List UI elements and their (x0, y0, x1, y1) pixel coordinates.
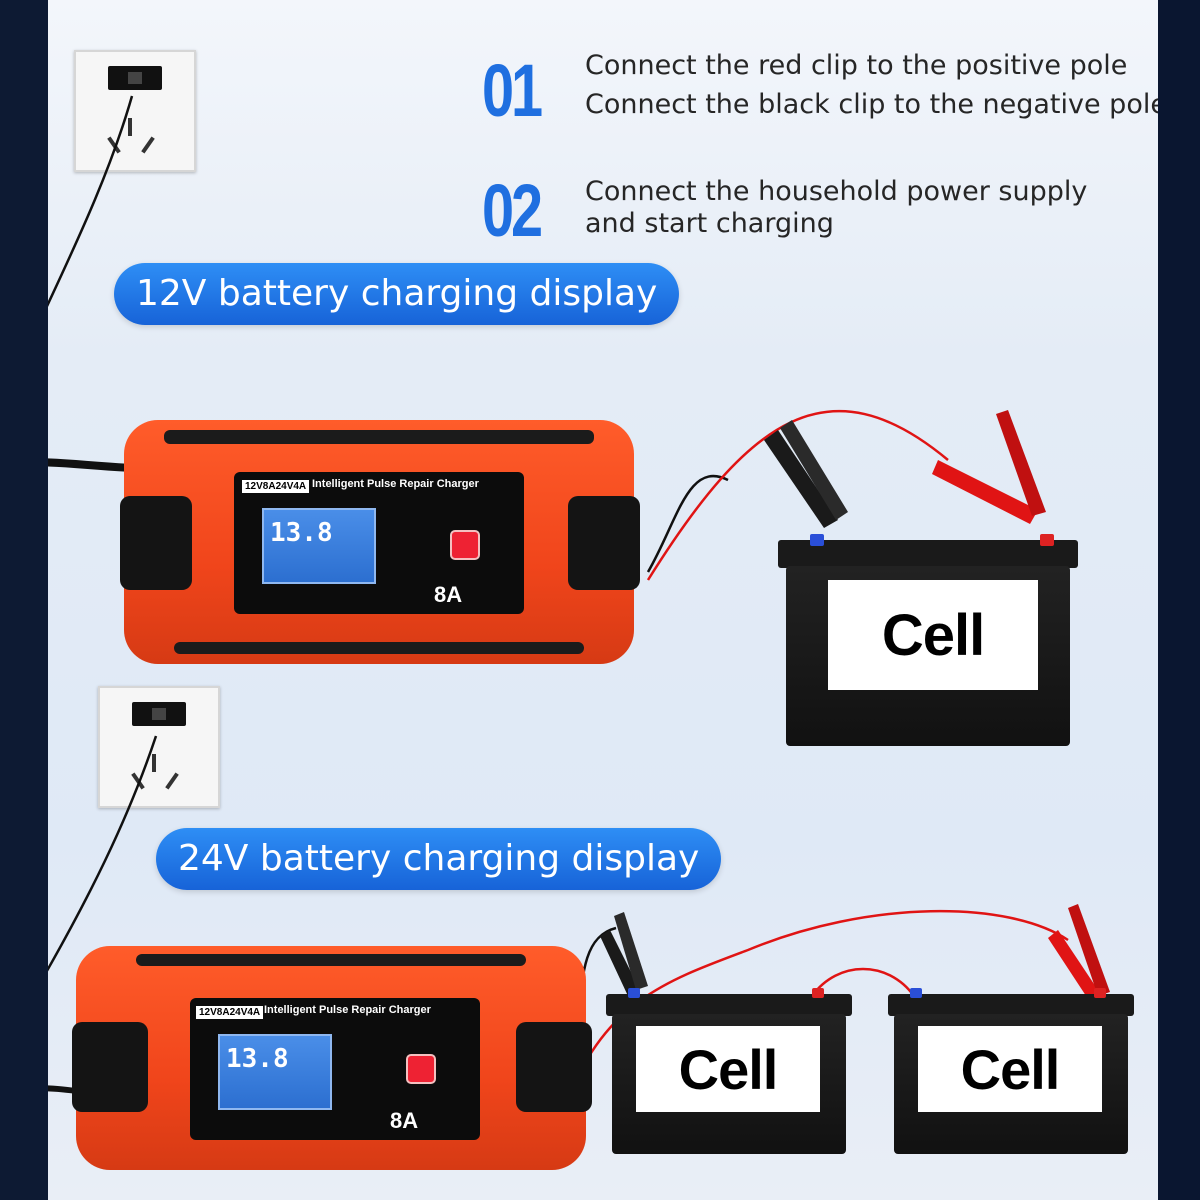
mode-button[interactable] (450, 530, 480, 560)
step-01-line-2: Connect the black clip to the negative p… (585, 89, 1158, 120)
battery-charger-12v: 12V8A24V4A Intelligent Pulse Repair Char… (120, 420, 640, 664)
charger-model: 12V8A24V4A (242, 480, 310, 493)
battery-charger-24v: 12V8A24V4A Intelligent Pulse Repair Char… (72, 946, 592, 1170)
battery-cell: Cell (888, 986, 1134, 1154)
charger-current: 8A (434, 582, 463, 607)
battery-cell: Cell (778, 530, 1078, 746)
battery-cell: Cell (606, 986, 852, 1154)
red-clip-icon (932, 410, 1046, 524)
black-clip-icon (600, 912, 648, 996)
section-title-12v: 12V battery charging display (114, 263, 680, 325)
step-02-line-1: Connect the household power supply (585, 176, 1088, 207)
wall-outlet-icon (74, 50, 196, 172)
lcd-voltage: 13.8 (226, 1044, 289, 1074)
step-number-01: 01 (482, 49, 543, 132)
battery-label: Cell (828, 580, 1038, 690)
section-title-24v: 24V battery charging display (156, 828, 722, 890)
step-number-02: 02 (482, 169, 543, 252)
step-02-line-2: and start charging (585, 208, 834, 239)
battery-label: Cell (636, 1026, 820, 1112)
charger-name: Intelligent Pulse Repair Charger (312, 478, 479, 490)
mode-button[interactable] (406, 1054, 436, 1084)
side-border (1158, 0, 1200, 1200)
instruction-panel: 01 Connect the red clip to the positive … (48, 0, 1158, 1200)
black-clip-icon (764, 420, 848, 528)
battery-label: Cell (918, 1026, 1102, 1112)
charger-model: 12V8A24V4A (196, 1006, 264, 1019)
red-clip-icon (1048, 904, 1110, 1002)
step-01-line-1: Connect the red clip to the positive pol… (585, 50, 1128, 81)
wall-outlet-icon (98, 686, 220, 808)
charger-name: Intelligent Pulse Repair Charger (264, 1004, 431, 1016)
charging-cables (48, 95, 1110, 1099)
lcd-voltage: 13.8 (270, 518, 333, 548)
charger-current: 8A (390, 1108, 419, 1133)
